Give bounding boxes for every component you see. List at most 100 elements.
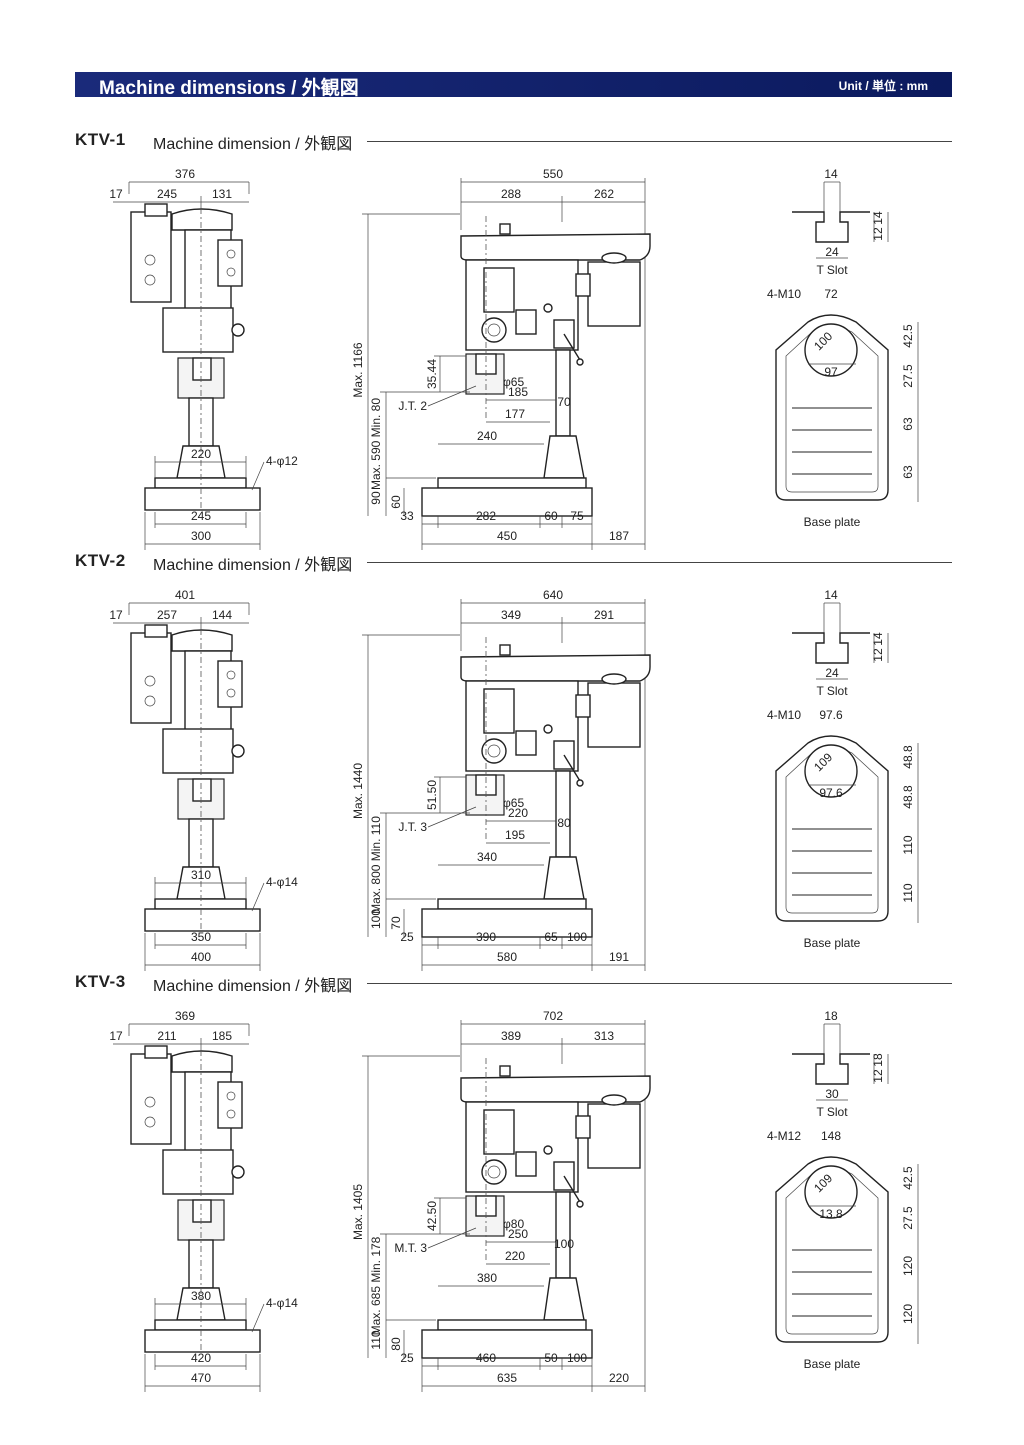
side-overhang: 187 <box>609 529 629 543</box>
front-left-offset: 17 <box>109 608 123 622</box>
side-base-seg-a: 65 <box>544 930 558 944</box>
side-spindle-range: Max. 590 Min. 80 <box>369 398 383 490</box>
plate-r1: 48.8 <box>901 745 915 769</box>
side-base-span: 460 <box>476 1351 496 1365</box>
side-base-offset: 25 <box>400 930 414 944</box>
side-spindle-range: Max. 800 Min. 110 <box>369 816 383 914</box>
base-plate-label: Base plate <box>804 1357 861 1371</box>
side-base-span: 282 <box>476 509 496 523</box>
side-table-height: 100 <box>369 909 383 929</box>
plate-inner: 97 <box>824 365 838 379</box>
tslot-top: 14 <box>824 167 838 181</box>
front-mount-holes: 4-φ14 <box>266 1296 298 1310</box>
section-label: Machine dimension / 外観図 <box>153 136 353 153</box>
side-quill-dia: φ80 <box>503 1217 524 1231</box>
front-mount-holes: 4-φ12 <box>266 454 298 468</box>
side-width-1: 389 <box>501 1029 521 1043</box>
front-left-offset: 17 <box>109 187 123 201</box>
header-banner: Machine dimensions / 外観図 Unit / 単位 : mm <box>75 72 952 99</box>
plate-r3: 63 <box>901 417 915 431</box>
front-column-width: 220 <box>191 447 211 461</box>
side-overhang: 220 <box>609 1371 629 1385</box>
front-top-total: 376 <box>175 167 195 181</box>
side-max-height: Max. 1440 <box>351 763 365 819</box>
heading-rule <box>367 562 952 563</box>
side-base-seg-a: 50 <box>544 1351 558 1365</box>
side-base-height: 70 <box>389 916 403 930</box>
tslot-h2: 14 <box>871 211 885 225</box>
plate-r1: 42.5 <box>901 324 915 348</box>
tslot-h2: 18 <box>871 1053 885 1067</box>
dimension-drawing: 401 17 257 144 <box>109 588 919 971</box>
side-taper: J.T. 3 <box>398 820 427 834</box>
side-base-total: 450 <box>497 529 517 543</box>
dimension-drawing: 369 17 211 185 <box>109 1009 919 1392</box>
side-reach: 220 <box>508 806 528 820</box>
front-base-inner: 350 <box>191 930 211 944</box>
tslot-view: 14 12 14 24 T Slot <box>792 167 889 277</box>
side-base-offset: 25 <box>400 1351 414 1365</box>
side-base-height: 60 <box>389 495 403 509</box>
plate-r2: 27.5 <box>901 364 915 388</box>
plate-top-width: 72 <box>824 287 838 301</box>
side-base-seg-b: 100 <box>567 1351 587 1365</box>
front-top-total: 401 <box>175 588 195 602</box>
front-column-width: 310 <box>191 868 211 882</box>
side-table-height: 90 <box>369 491 383 505</box>
unit-label: Unit / 単位 : mm <box>838 79 928 93</box>
side-stroke: 42.50 <box>425 1201 439 1231</box>
side-reach: 250 <box>508 1227 528 1241</box>
plate-screws: 4-M12 <box>767 1129 801 1143</box>
base-plate-label: Base plate <box>804 936 861 950</box>
tslot-top: 18 <box>824 1009 838 1023</box>
tslot-h1: 12 <box>871 1069 885 1083</box>
side-base-seg-a: 60 <box>544 509 558 523</box>
front-left-width: 211 <box>157 1029 176 1043</box>
tslot-label: T Slot <box>816 263 848 277</box>
side-spindle-range: Max. 685 Min. 178 <box>369 1236 383 1335</box>
section-heading: KTV-3 Machine dimension / 外観図 <box>75 972 952 995</box>
side-dim-2: 177 <box>505 407 525 421</box>
front-mount-holes: 4-φ14 <box>266 875 298 889</box>
side-taper: M.T. 3 <box>394 1241 427 1255</box>
front-base-inner: 245 <box>191 509 211 523</box>
side-taper: J.T. 2 <box>398 399 427 413</box>
tslot-h1: 12 <box>871 648 885 662</box>
plate-top-width: 97.6 <box>819 708 843 722</box>
side-dim-3: 380 <box>477 1271 497 1285</box>
tslot-label: T Slot <box>816 684 848 698</box>
side-dim-2: 195 <box>505 828 525 842</box>
side-base-seg-b: 75 <box>570 509 584 523</box>
model-name: KTV-3 <box>75 972 126 991</box>
side-total-width: 640 <box>543 588 563 602</box>
base-plate-view: 4-M10 97.6 109 97.6 48.8 48.8 110 110 Ba… <box>767 708 919 950</box>
side-dim-2: 220 <box>505 1249 525 1263</box>
side-max-height: Max. 1405 <box>351 1184 365 1240</box>
model-name: KTV-1 <box>75 130 126 149</box>
front-base-inner: 420 <box>191 1351 211 1365</box>
front-left-width: 245 <box>157 187 177 201</box>
plate-r3: 110 <box>901 835 915 854</box>
side-view: 640 349 291 <box>351 588 651 971</box>
front-base-outer: 300 <box>191 529 211 543</box>
side-total-width: 702 <box>543 1009 563 1023</box>
front-base-outer: 400 <box>191 950 211 964</box>
side-column-dia: 70 <box>557 395 571 409</box>
side-quill-dia: φ65 <box>503 375 524 389</box>
base-plate-view: 4-M12 148 109 13.8 42.5 27.5 120 120 Bas… <box>767 1129 919 1371</box>
side-base-offset: 33 <box>400 509 414 523</box>
heading-rule <box>367 141 952 142</box>
plate-r3: 120 <box>901 1256 915 1276</box>
section-heading: KTV-2 Machine dimension / 外観図 <box>75 551 952 574</box>
dimension-drawing: 376 17 245 131 <box>109 167 919 550</box>
side-width-2: 262 <box>594 187 614 201</box>
tslot-bottom: 30 <box>825 1087 839 1101</box>
side-width-1: 349 <box>501 608 521 622</box>
section-label: Machine dimension / 外観図 <box>153 978 353 995</box>
tslot-h1: 12 <box>871 227 885 241</box>
front-left-width: 257 <box>157 608 177 622</box>
side-overhang: 191 <box>609 950 629 964</box>
side-total-width: 550 <box>543 167 563 181</box>
front-column-width: 380 <box>191 1289 211 1303</box>
plate-r1: 42.5 <box>901 1166 915 1190</box>
